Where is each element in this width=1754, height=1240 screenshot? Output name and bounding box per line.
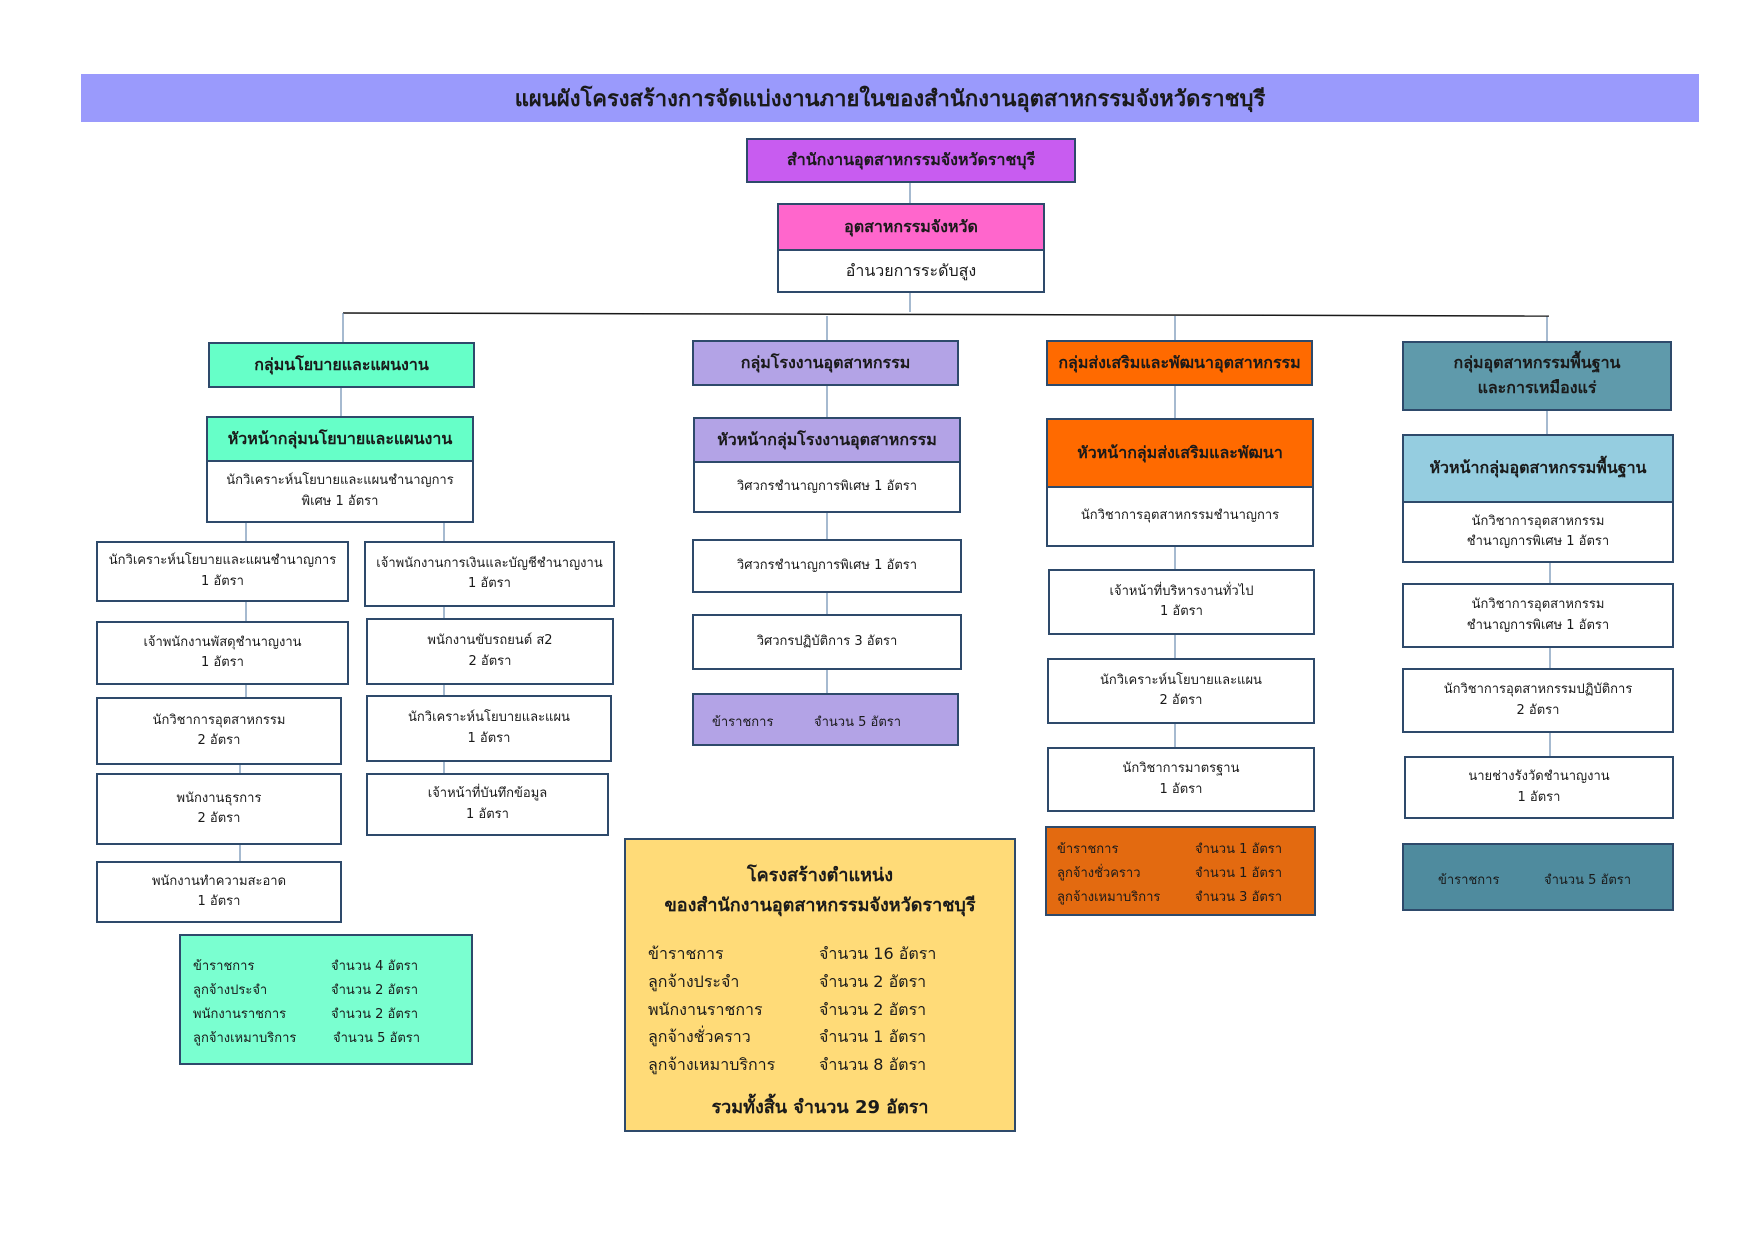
group-basic-industry-mining: กลุ่มอุตสาหกรรมพื้นฐานและการเหมืองแร่: [1402, 341, 1672, 411]
group-basic-industry-head-title: หัวหน้ากลุ่มอุตสาหกรรมพื้นฐาน: [1404, 436, 1672, 501]
group-policy-head-title: หัวหน้ากลุ่มนโยบายและแผนงาน: [208, 418, 472, 460]
total-title: โครงสร้างตำแหน่ง: [746, 865, 894, 886]
g3-summary: ข้าราชการ จำนวน 1 อัตรา ลูกจ้างชั่วคราว …: [1045, 826, 1316, 916]
g4-summary: ข้าราชการ จำนวน 5 อัตรา: [1402, 843, 1674, 911]
group-factory-head-title: หัวหน้ากลุ่มโรงงานอุตสาหกรรม: [695, 419, 959, 461]
office-box: สำนักงานอุตสาหกรรมจังหวัดราชบุรี: [746, 138, 1076, 183]
group-promotion-head: หัวหน้ากลุ่มส่งเสริมและพัฒนา นักวิชาการอ…: [1046, 418, 1314, 547]
total-subtitle: ของสำนักงานอุตสาหกรรมจังหวัดราชบุรี: [664, 895, 976, 916]
group-promotion-head-position: นักวิชาการอุตสาหกรรมชำนาญการ: [1048, 486, 1312, 545]
provincial-head-level: อำนวยการระดับสูง: [779, 249, 1043, 291]
group-basic-industry-head: หัวหน้ากลุ่มอุตสาหกรรมพื้นฐาน นักวิชาการ…: [1402, 434, 1674, 563]
group-promotion: กลุ่มส่งเสริมและพัฒนาอุตสาหกรรม: [1046, 340, 1313, 386]
g1-summary: ข้าราชการ จำนวน 4 อัตรา ลูกจ้างประจำ จำน…: [179, 934, 473, 1065]
position-structure-total: โครงสร้างตำแหน่ง ของสำนักงานอุตสาหกรรมจั…: [624, 838, 1016, 1132]
g2-item: วิศวกรปฏิบัติการ 3 อัตรา: [692, 614, 962, 670]
group-factory-head: หัวหน้ากลุ่มโรงงานอุตสาหกรรม วิศวกรชำนาญ…: [693, 417, 961, 513]
g4-item: นักวิชาการอุตสาหกรรมชำนาญการพิเศษ 1 อัตร…: [1402, 583, 1674, 648]
provincial-head-title: อุตสาหกรรมจังหวัด: [779, 205, 1043, 249]
group-policy-planning: กลุ่มนโยบายและแผนงาน: [208, 342, 475, 388]
total-grand: รวมทั้งสิ้น จำนวน 29 อัตรา: [711, 1097, 929, 1118]
group-policy-head-position: นักวิเคราะห์นโยบายและแผนชำนาญการพิเศษ 1 …: [208, 460, 472, 521]
provincial-head-box: อุตสาหกรรมจังหวัด อำนวยการระดับสูง: [777, 203, 1045, 293]
page-title: แผนผังโครงสร้างการจัดแบ่งงานภายในของสำนั…: [81, 74, 1699, 122]
group-factory-head-position: วิศวกรชำนาญการพิเศษ 1 อัตรา: [695, 461, 959, 511]
g2-item: วิศวกรชำนาญการพิเศษ 1 อัตรา: [692, 539, 962, 593]
group-factory: กลุ่มโรงงานอุตสาหกรรม: [692, 340, 959, 386]
g2-summary: ข้าราชการ จำนวน 5 อัตรา: [692, 693, 959, 746]
group-basic-industry-head-position: นักวิชาการอุตสาหกรรมชำนาญการพิเศษ 1 อัตร…: [1404, 501, 1672, 561]
group-policy-head: หัวหน้ากลุ่มนโยบายและแผนงาน นักวิเคราะห์…: [206, 416, 474, 523]
group-promotion-head-title: หัวหน้ากลุ่มส่งเสริมและพัฒนา: [1048, 420, 1312, 486]
